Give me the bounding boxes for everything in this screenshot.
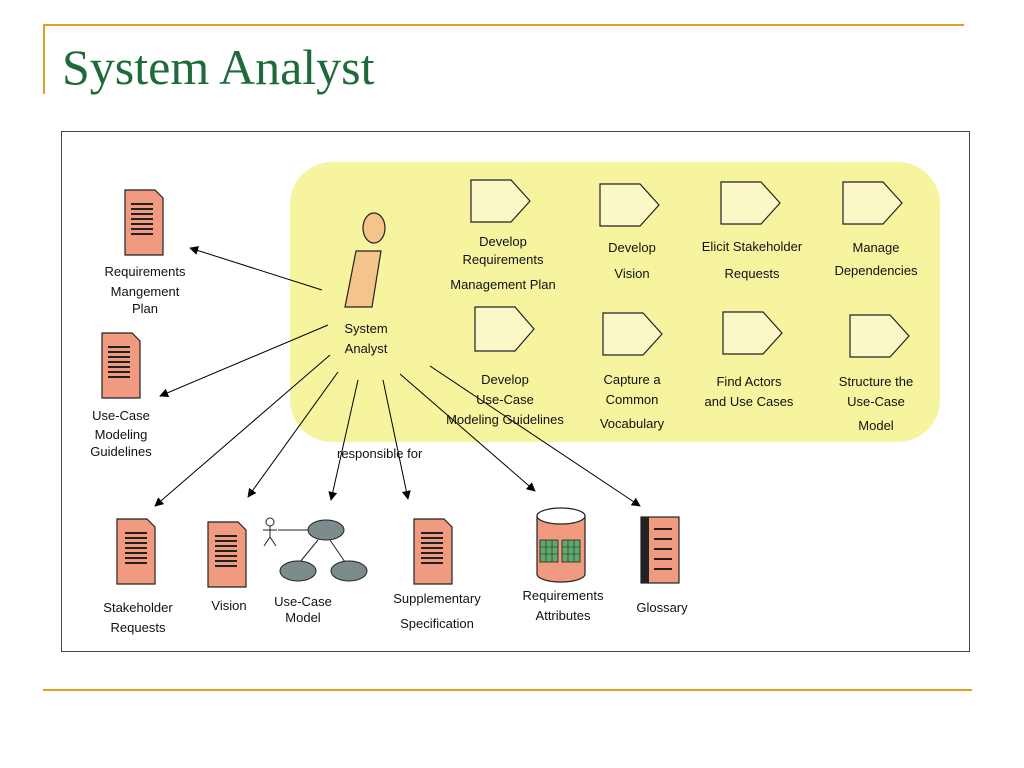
use-case-modeling-guidelines-document-icon xyxy=(101,332,141,399)
activity-develop-use-case-modeling-guidelines-icon xyxy=(474,306,535,352)
activity-region xyxy=(290,162,940,442)
artifact-label: Glossary xyxy=(636,600,688,615)
responsibility-arrows xyxy=(154,246,641,507)
activity-manage-dependencies-icon xyxy=(842,181,903,225)
relation-label: responsible for xyxy=(337,446,423,461)
glossary-book-icon xyxy=(640,516,680,584)
stakeholder-requests-document-icon xyxy=(116,518,156,585)
artifact-label: Vision xyxy=(211,598,246,613)
activity-develop-requirements-management-plan-icon xyxy=(470,179,531,223)
page-title: System Analyst xyxy=(62,39,375,95)
activity-structure-use-case-model-icon xyxy=(849,314,910,358)
requirements-management-plan-document-icon xyxy=(124,189,164,256)
activity-elicit-stakeholder-requests-icon xyxy=(720,181,781,225)
activity-develop-vision-icon xyxy=(599,183,660,227)
system-analyst-actor-icon xyxy=(344,212,386,308)
use-case-model-icon xyxy=(263,517,368,582)
vision-document-icon xyxy=(207,521,247,588)
supplementary-specification-document-icon xyxy=(413,518,453,585)
bottom-accent-line xyxy=(43,689,972,691)
left-accent-line xyxy=(43,24,45,94)
activity-capture-common-vocabulary-icon xyxy=(602,312,663,356)
activity-find-actors-and-use-cases-icon xyxy=(722,311,783,355)
requirements-attributes-database-icon xyxy=(536,507,586,583)
top-accent-line xyxy=(43,24,964,26)
